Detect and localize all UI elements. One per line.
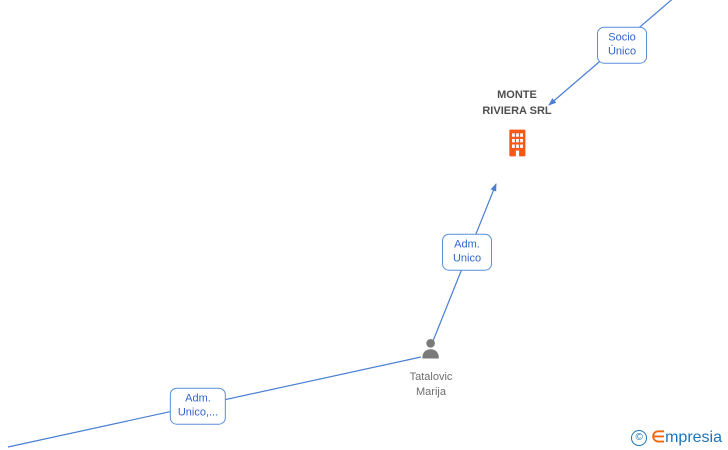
edge-label-adm-unico-more[interactable]: Adm. Unico,... bbox=[169, 387, 227, 425]
brand-wordmark: ∈mpresia bbox=[651, 430, 722, 446]
person-icon[interactable] bbox=[419, 337, 443, 361]
edge-label-socio-unico-line2: Único bbox=[607, 46, 637, 58]
building-icon[interactable] bbox=[504, 128, 530, 158]
company-name[interactable]: MONTE RIVIERA SRL bbox=[482, 88, 551, 120]
company-node-monte-riviera-srl[interactable]: MONTE RIVIERA SRL bbox=[482, 88, 552, 163]
edge-label-socio-unico[interactable]: Socio Único bbox=[597, 26, 647, 64]
edge-label-adm-unico-more-line2: Unico,... bbox=[177, 407, 219, 419]
company-name-line1: MONTE bbox=[497, 89, 537, 101]
empresia-logo[interactable]: © ∈mpresia bbox=[631, 430, 722, 446]
company-name-line2: RIVIERA SRL bbox=[482, 104, 552, 117]
edge-label-adm-unico-more-line1: Adm. bbox=[185, 392, 211, 405]
person-name[interactable]: Tatalovic Marija bbox=[410, 370, 453, 401]
brand-mark: ∈ bbox=[651, 429, 666, 446]
person-name-line2: Marija bbox=[416, 386, 446, 399]
edge-label-adm-unico-line1: Adm. bbox=[454, 238, 480, 251]
edge-label-adm-unico[interactable]: Adm. Unico bbox=[442, 233, 492, 271]
person-name-line1: Tatalovic bbox=[409, 371, 453, 383]
brand-text: mpresia bbox=[665, 429, 722, 446]
copyright-icon: © bbox=[631, 430, 648, 446]
edge-label-socio-unico-line1: Socio bbox=[608, 31, 636, 44]
edge-label-adm-unico-line2: Unico bbox=[452, 253, 482, 265]
person-node-tatalovic-marija[interactable]: Tatalovic Marija bbox=[410, 337, 453, 401]
